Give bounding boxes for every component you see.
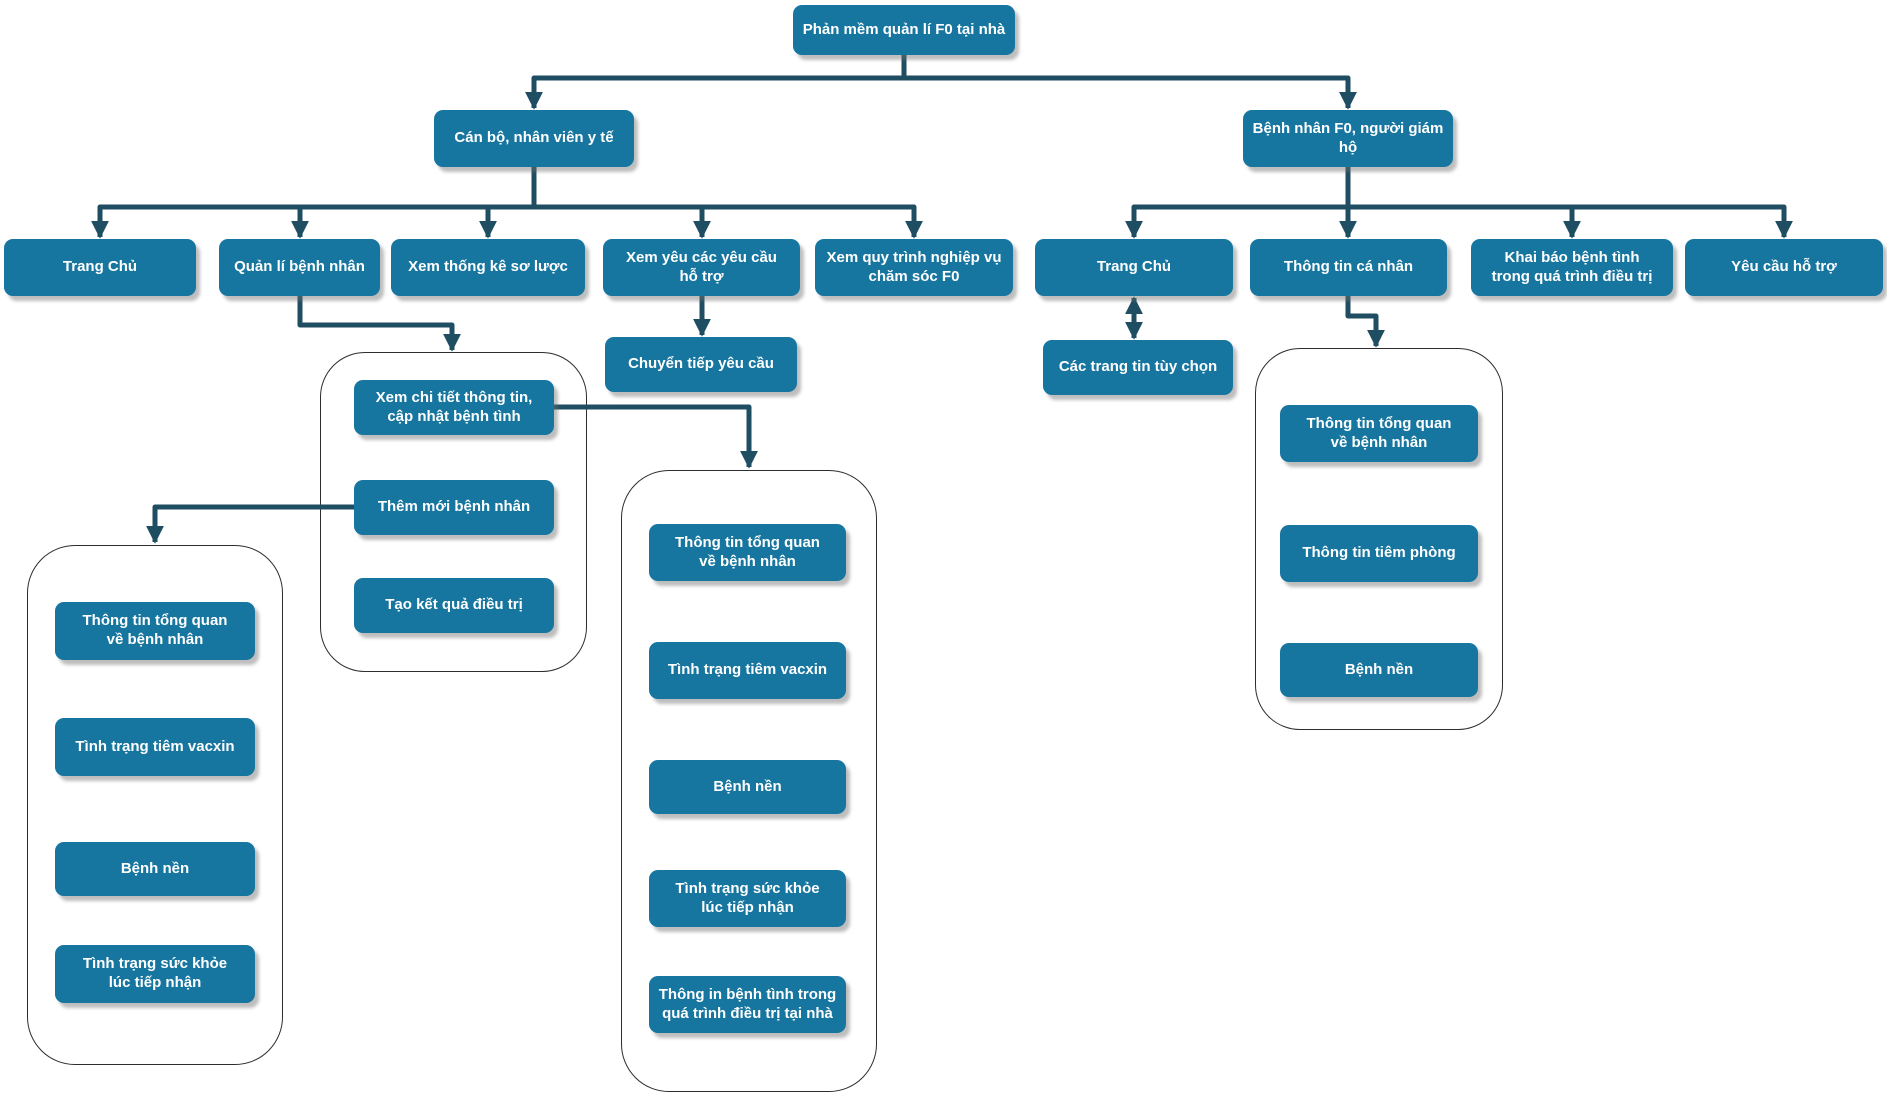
node-addgrp-vaccine-status: Tình trạng tiêm vacxin [55,718,255,776]
node-staff-actor: Cán bộ, nhân viên y tế [434,110,634,167]
edge-personal-to-group [1345,296,1385,348]
node-root: Phản mềm quản lí F0 tại nhà [793,5,1015,55]
node-patient-actor: Bệnh nhân F0, người giám hộ [1243,110,1453,167]
node-patient-home: Trang Chủ [1035,239,1233,296]
group-add-patient-details [27,545,283,1065]
node-persgrp-underlying-disease: Bệnh nền [1280,643,1478,697]
node-detailgrp-home-treatment-info: Thông in bệnh tình trong quá trình điều … [649,976,846,1033]
edge-root-to-actors [525,75,1357,110]
node-forward-request: Chuyển tiếp yêu cầu [605,337,797,392]
node-patient-support-request: Yêu cầu hỗ trợ [1685,239,1883,296]
node-detailgrp-health-on-admission: Tình trạng sức khỏe lúc tiếp nhận [649,870,846,927]
edge-detail-to-group [554,404,758,469]
node-patient-declare-condition: Khai báo bệnh tình trong quá trình điều … [1471,239,1673,296]
node-persgrp-vaccination-info: Thông tin tiêm phòng [1280,525,1478,582]
group-personal-info [1255,348,1503,730]
edge-manage-to-group [297,296,461,352]
node-staff-manage-patients: Quản lí bệnh nhân [219,239,380,296]
node-view-detail-update: Xem chi tiết thông tin, cập nhật bệnh tì… [354,380,554,435]
edge-staff-bar [91,204,923,239]
node-detailgrp-underlying-disease: Bệnh nền [649,760,846,814]
edge-add-to-group [146,504,354,544]
node-add-new-patient: Thêm mới bệnh nhân [354,480,554,535]
node-staff-home: Trang Chủ [4,239,196,296]
node-detailgrp-vaccine-status: Tình trạng tiêm vacxin [649,642,846,699]
node-detailgrp-overview: Thông tin tổng quan về bệnh nhân [649,524,846,581]
node-optional-pages: Các trang tin tùy chọn [1043,340,1233,395]
node-create-treatment-result: Tạo kết quả điều trị [354,578,554,633]
node-addgrp-health-on-admission: Tình trạng sức khỏe lúc tiếp nhận [55,945,255,1003]
node-persgrp-overview: Thông tin tổng quan về bệnh nhân [1280,405,1478,462]
node-addgrp-overview: Thông tin tổng quan về bệnh nhân [55,602,255,660]
group-patient-management [320,352,587,672]
edge-patient-bar [1125,204,1793,239]
group-view-detail-info [621,470,877,1092]
node-staff-view-support-requests: Xem yêu các yêu cầu hỗ trợ [603,239,800,296]
node-addgrp-underlying-disease: Bệnh nền [55,842,255,896]
node-staff-view-stats: Xem thống kê sơ lược [391,239,585,296]
node-staff-view-care-process: Xem quy trình nghiệp vụ chăm sóc F0 [815,239,1013,296]
node-patient-personal-info: Thông tin cá nhân [1250,239,1447,296]
